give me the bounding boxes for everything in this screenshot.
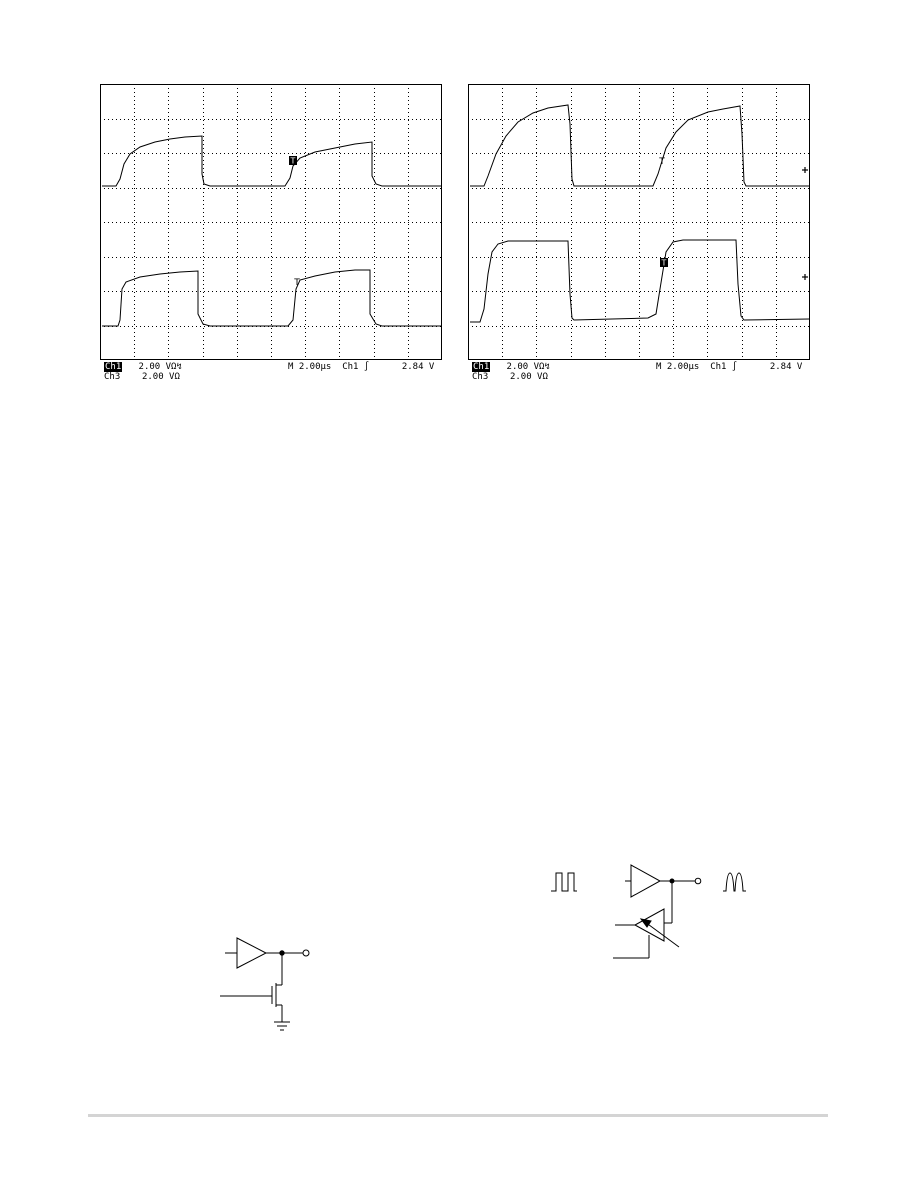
scope-right-readout-timebase: M 2.00µs Ch1 ∫ 2.84 V [656,362,802,372]
trigger-source: Ch1 ∫ [710,362,738,372]
scope-right-readout-ch3: Ch3 2.00 VΩ [472,372,548,382]
ch3-label: Ch3 [104,372,121,382]
ch1-scale: 2.00 VΩ↯ [138,362,182,372]
rounded-pulse-icon [723,872,746,892]
buffer-triangle-icon [630,864,662,898]
ground-icon [274,1021,290,1031]
scope-left-readout-ch1: Ch1 2.00 VΩ↯ [104,362,182,372]
scope-left-screen: T T [100,84,442,360]
scope-right-screen: T T [468,84,810,360]
trigger-level: 2.84 V [401,362,435,372]
scope-right-ch1-trigger-tick: T [658,157,665,167]
circuit-buffer-variable-driver [545,855,765,970]
svg-text:T: T [661,259,667,268]
trigger-source: Ch1 ∫ [342,362,370,372]
buffer-triangle-icon [236,937,268,969]
timebase: M 2.00µs [288,362,332,372]
scope-left-readout-ch3: Ch3 2.00 VΩ [104,372,180,382]
scope-right-ch1-ground-marker [802,167,808,173]
scope-right-trace-ch1 [470,104,809,187]
scope-left: T T Ch1 2.00 VΩ↯ Ch3 2.00 VΩ M 2.00µs Ch… [100,84,442,382]
scope-left-trace-ch3 [102,269,441,327]
ch1-scale: 2.00 VΩ↯ [506,362,550,372]
output-terminal-icon [694,877,702,885]
scope-right-trace-ch3 [470,239,810,323]
ch3-scale: 2.00 VΩ [141,372,180,382]
scope-right-readout-ch1: Ch1 2.00 VΩ↯ [472,362,550,372]
timebase: M 2.00µs [656,362,700,372]
scope-left-frame [100,84,442,360]
scope-right-trigger-marker: T [660,258,668,268]
output-terminal-icon [302,949,310,957]
scope-right: T T Ch1 2.00 VΩ↯ Ch3 2.00 VΩ M 2.00µs Ch… [468,84,810,382]
square-wave-icon [551,872,577,892]
scope-right-ch3-ground-marker [802,274,808,280]
footer-rule [88,1114,828,1117]
scope-left-readout-timebase: M 2.00µs Ch1 ∫ 2.84 V [288,362,434,372]
scope-left-ch3-trigger-tick: T [293,278,300,288]
ch3-label: Ch3 [472,372,489,382]
adjust-arrow-head-icon [639,918,652,928]
scope-left-trace-ch1 [102,135,441,187]
trigger-level: 2.84 V [769,362,803,372]
scope-right-graticule [468,84,810,360]
svg-text:T: T [290,157,296,166]
ch1-label: Ch1 [472,362,491,372]
ch3-scale: 2.00 VΩ [509,372,548,382]
scope-left-trigger-marker: T [289,156,297,166]
scope-left-graticule [100,84,442,360]
ch1-label: Ch1 [104,362,123,372]
circuit-buffer-nmos [210,930,330,1040]
